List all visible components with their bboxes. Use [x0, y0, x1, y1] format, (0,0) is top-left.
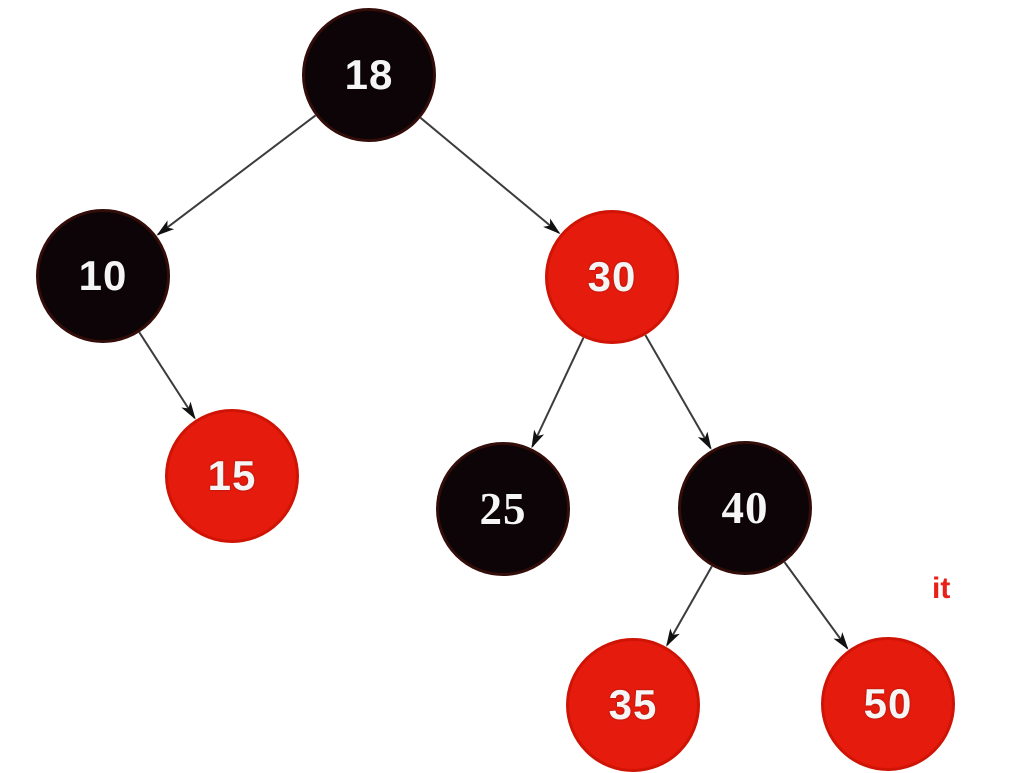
tree-node-15: 15 — [165, 409, 299, 543]
floating-label: it — [932, 572, 951, 605]
tree-node-35: 35 — [566, 638, 700, 772]
tree-node-50: 50 — [821, 637, 955, 771]
tree-node-25: 25 — [436, 442, 570, 576]
tree-node-30: 30 — [545, 210, 679, 344]
tree-node-10: 10 — [36, 209, 170, 343]
tree-node-40: 40 — [678, 441, 812, 575]
tree-node-18: 18 — [302, 8, 436, 142]
